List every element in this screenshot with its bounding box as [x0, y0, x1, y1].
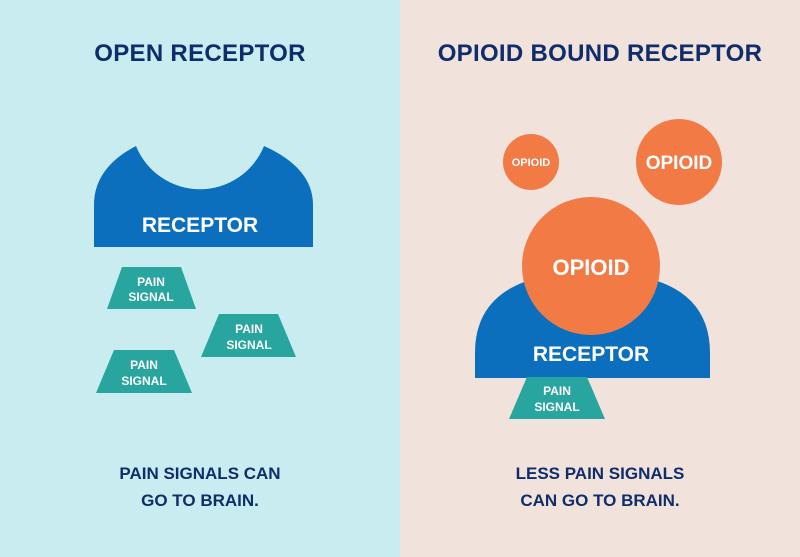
opioid-medium-circle — [636, 119, 722, 205]
pain-signal-1: PAIN SIGNAL — [107, 267, 196, 309]
open-receptor-caption: PAIN SIGNALS CAN GO TO BRAIN. — [0, 460, 400, 514]
opioid-bound-caption-line1: LESS PAIN SIGNALS — [515, 464, 685, 483]
open-receptor-title: OPEN RECEPTOR — [94, 40, 306, 67]
opioid-large-circle — [522, 197, 660, 335]
pain-signal-2-line2: SIGNAL — [226, 338, 271, 352]
opioid-bound-panel: OPIOID BOUND RECEPTOR OPIOID OPIOID OPIO… — [400, 0, 800, 557]
opioid-bound-diagram: OPIOID OPIOID OPIOID RECEPTOR PAIN SIGNA… — [475, 119, 722, 419]
opioid-small-label: OPIOID — [512, 157, 551, 169]
pain-signal-1-line1: PAIN — [137, 275, 165, 289]
bound-pain-signal: PAIN SIGNAL — [509, 377, 605, 419]
opioid-bound-title: OPIOID BOUND RECEPTOR — [437, 40, 763, 67]
open-receptor-caption-line2: GO TO BRAIN. — [141, 491, 259, 510]
pain-signal-1-shape — [107, 267, 196, 309]
open-receptor-panel: OPEN RECEPTOR RECEPTOR PAIN SIGNAL PAIN … — [0, 0, 400, 557]
bound-receptor-label: RECEPTOR — [533, 343, 649, 366]
open-receptor-shape — [94, 146, 313, 247]
opioid-medium-label: OPIOID — [646, 153, 713, 174]
opioid-large-label: OPIOID — [552, 255, 629, 280]
pain-signal-3-line2: SIGNAL — [121, 374, 166, 388]
opioid-small-circle — [503, 134, 559, 190]
pain-signal-2-line1: PAIN — [235, 322, 263, 336]
opioid-small: OPIOID — [503, 134, 559, 190]
opioid-bound-caption-line2: CAN GO TO BRAIN. — [520, 491, 680, 510]
pain-signal-3: PAIN SIGNAL — [96, 350, 192, 393]
bound-pain-signal-line2: SIGNAL — [534, 400, 579, 414]
open-receptor-caption-line1: PAIN SIGNALS CAN — [119, 464, 281, 483]
pain-signal-2: PAIN SIGNAL — [201, 314, 296, 357]
bound-pain-signal-shape — [509, 377, 605, 419]
open-receptor-diagram: RECEPTOR PAIN SIGNAL PAIN SIGNAL PAIN SI… — [94, 146, 313, 393]
pain-signal-2-shape — [201, 314, 296, 357]
open-receptor-label: RECEPTOR — [142, 214, 258, 237]
pain-signal-3-line1: PAIN — [130, 358, 158, 372]
pain-signal-3-shape — [96, 350, 192, 393]
opioid-bound-caption: LESS PAIN SIGNALS CAN GO TO BRAIN. — [400, 460, 800, 514]
bound-pain-signal-line1: PAIN — [543, 384, 571, 398]
opioid-medium: OPIOID — [636, 119, 722, 205]
pain-signal-1-line2: SIGNAL — [128, 290, 173, 304]
opioid-large: OPIOID — [522, 197, 660, 335]
